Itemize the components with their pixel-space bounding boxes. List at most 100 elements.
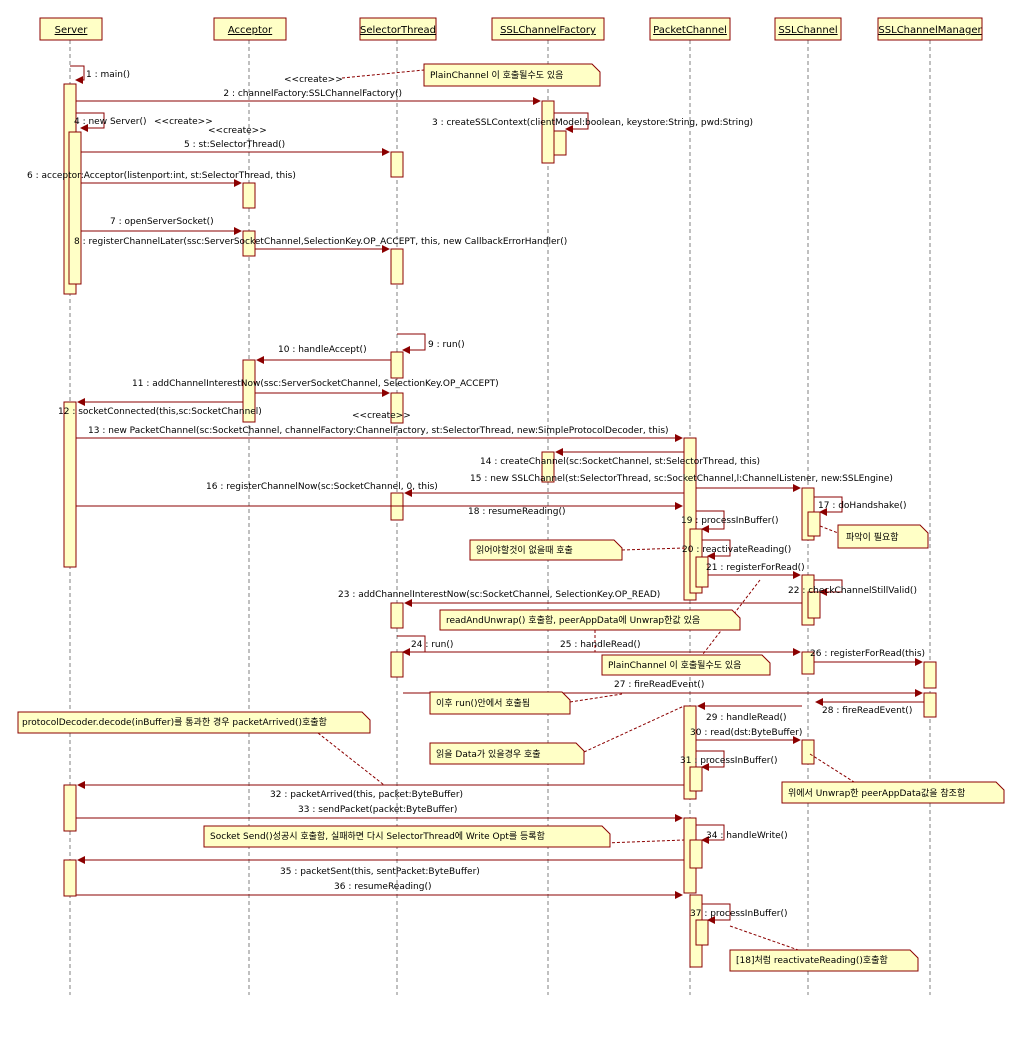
message-label: 24 : run() [411,640,453,650]
activation-bar [63,401,77,568]
object-label-packetchannel: PacketChannel [653,25,727,36]
activation-bar [390,151,404,178]
activation-bar [807,591,821,619]
object-label-acceptor: Acceptor [228,25,273,36]
object-box-packetchannel [649,17,731,41]
note-texts: PlainChannel 이 호출될수도 있음 파악이 필요함 읽어야할것이 없… [22,69,965,966]
message-label: 12 : socketConnected(this,sc:SocketChann… [58,407,262,417]
note-connector [729,925,805,953]
note-connector [341,69,425,79]
message-label: 36 : resumeReading() [334,882,432,892]
activation-bar [390,651,404,678]
activation-bar [242,359,256,423]
activation-bar [390,392,404,424]
message-label: 4 : new Server() [74,117,146,127]
message-label: 34 : handleWrite() [706,831,788,841]
message-label: 15 : new SSLChannel(st:SelectorThread, s… [470,474,893,484]
object-box-sslchannelmanager [877,17,983,41]
note-connectors [317,69,855,953]
self-message-arrow [814,579,843,596]
object-headers: Server Acceptor SelectorThread SSLChanne… [39,17,983,41]
message-label: 9 : run() [428,340,465,350]
note-box [781,781,1005,804]
message-label: 30 : read(dst:ByteBuffer) [690,728,802,738]
message-label: 7 : openServerSocket() [110,217,214,227]
activation-bar [807,511,821,537]
activation-bar [553,130,567,156]
activation-bar [695,556,709,588]
message-label: 3 : createSSLContext(clientModel:boolean… [432,118,753,128]
message-label: 22 : checkChannelStillValid() [788,586,917,596]
activation-bar [801,739,815,765]
object-box-selectorthread [359,17,437,41]
message-label: 6 : acceptor:Acceptor(listenport:int, st… [27,171,296,181]
note-connector [569,693,623,703]
note-box [729,949,919,972]
object-box-server [39,17,103,41]
message-label: 5 : st:SelectorThread() [184,140,285,150]
note-box [203,825,611,848]
message-label: 31 : processInBuffer() [680,756,778,766]
note-text: 파악이 필요함 [846,531,899,543]
note-text: [18]처럼 reactivateReading()호출함 [736,954,888,966]
activation-bar [801,651,815,675]
note-text: 읽어야할것이 없을때 호출 [476,545,573,556]
note-text: readAndUnwrap() 호출함, peerAppData에 Unwrap… [446,614,700,626]
object-box-acceptor [213,17,287,41]
object-box-sslchannelfactory [491,17,605,41]
stereotype-label: <<create>> [352,411,411,421]
object-label-server: Server [55,25,89,36]
message-label: 20 : reactivateReading() [682,545,791,555]
stereotype-label: <<create>> [208,126,267,136]
stereotype-label: <<create>> [154,117,213,127]
message-label: 25 : handleRead() [560,640,641,650]
message-label: 37 : processInBuffer() [690,909,788,919]
message-label: 17 : doHandshake() [818,501,906,511]
message-label: 23 : addChannelInterestNow(sc:SocketChan… [338,590,660,600]
activation-bar [923,692,937,718]
message-label: 11 : addChannelInterestNow(ssc:ServerSoc… [132,379,499,389]
self-message-arrow [76,112,105,132]
message-label: 1 : main() [86,70,130,80]
message-label: 33 : sendPacket(packet:ByteBuffer) [298,805,457,815]
object-label-sslchannel: SSLChannel [778,25,837,36]
note-connector [621,547,685,551]
self-message-arrow [814,496,843,516]
note-text: 이후 run()안에서 호출됨 [436,697,530,709]
object-box-sslchannel [774,17,842,41]
note-box [423,63,601,87]
activation-bar [695,919,709,946]
activation-bar [63,859,77,897]
message-label: 19 : processInBuffer() [681,516,779,526]
object-label-sslchannelfactory: SSLChannelFactory [500,25,596,36]
stereotype-label: <<create>> [284,75,343,85]
message-label: 26 : registerForRead(this) [810,649,925,659]
object-label-sslchannelmanager: SSLChannelManager [878,25,982,36]
note-box [439,609,741,631]
activation-bar [242,182,256,209]
message-label: 32 : packetArrived(this, packet:ByteBuff… [270,790,463,800]
message-label: 28 : fireReadEvent() [822,706,912,716]
note-connector [819,525,839,534]
note-box [429,742,585,765]
note-box [469,539,623,561]
note-box [429,691,571,715]
note-connector [699,579,761,659]
note-text: Socket Send()성공시 호출함, 실패하면 다시 SelectorTh… [210,831,545,842]
activation-bar [242,230,256,257]
note-connector [317,732,385,786]
self-message-arrow [397,333,426,354]
note-text: 읽을 Data가 있을경우 호출 [436,748,541,760]
note-text: PlainChannel 이 호출될수도 있음 [430,69,563,81]
activation-bar [390,351,404,379]
message-label: 16 : registerChannelNow(sc:SocketChannel… [206,482,438,492]
self-message-arrow [702,539,731,560]
note-box [837,524,929,549]
message-label: 8 : registerChannelLater(ssc:ServerSocke… [74,237,567,247]
message-label: 35 : packetSent(this, sentPacket:ByteBuf… [280,867,480,877]
note-text: PlainChannel 이 호출될수도 있음 [608,659,741,671]
activations [63,83,937,968]
note-text: protocolDecoder.decode(inBuffer)를 통과한 경우… [22,716,327,728]
message-labels: 1 : main() 2 : channelFactory:SSLChannel… [27,70,925,919]
